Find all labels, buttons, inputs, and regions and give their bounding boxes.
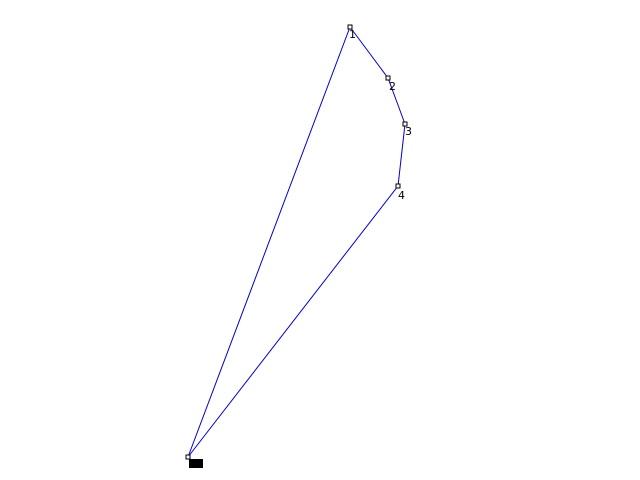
- vertex-4[interactable]: 4: [395, 183, 405, 202]
- vertex-5-marker[interactable]: [185, 454, 191, 460]
- vertex-3[interactable]: 3: [402, 121, 412, 138]
- vertex-1[interactable]: 1: [347, 24, 356, 41]
- vertex-5-label: 5: [189, 458, 196, 471]
- vertex-2-marker[interactable]: [385, 75, 391, 81]
- vertex-5-label-box: [189, 459, 203, 468]
- vertex-5[interactable]: 5: [185, 454, 203, 471]
- vertex-1-label: 1: [349, 28, 356, 41]
- vertex-3-marker[interactable]: [402, 121, 408, 127]
- polygon-outline: [187, 25, 406, 458]
- vertex-1-marker[interactable]: [347, 24, 353, 30]
- vertex-4-marker[interactable]: [395, 183, 401, 189]
- vertex-4-label: 4: [398, 189, 405, 202]
- vertex-2-label: 2: [389, 80, 396, 93]
- vertex-3-label: 3: [405, 125, 412, 138]
- vertex-2[interactable]: 2: [385, 75, 396, 93]
